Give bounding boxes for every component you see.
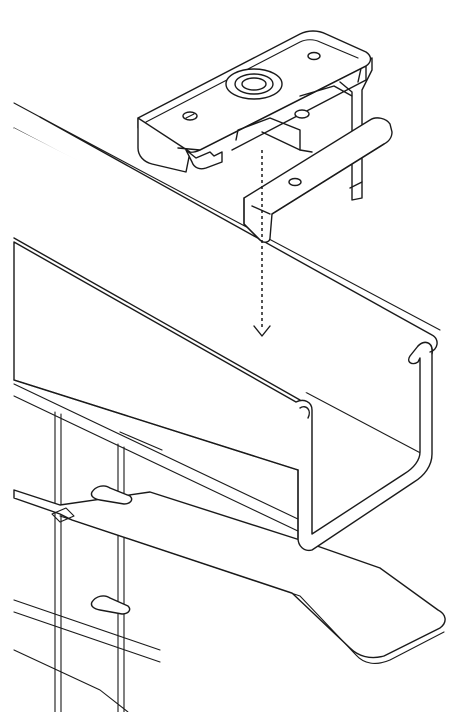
latch-hole	[288, 177, 302, 187]
slat-lower-slot	[90, 595, 131, 615]
slat-middle-slot	[90, 485, 133, 505]
latch-arm	[243, 117, 393, 243]
screw-hole-right	[307, 51, 321, 61]
cord-clip	[51, 507, 75, 523]
slat-lower	[13, 595, 161, 712]
slat-upper	[13, 383, 301, 533]
down-arrow	[253, 150, 271, 337]
slat-middle	[13, 485, 446, 664]
headrail	[13, 116, 438, 552]
mounting-bracket	[137, 30, 393, 243]
ladder-cords	[54, 411, 125, 712]
